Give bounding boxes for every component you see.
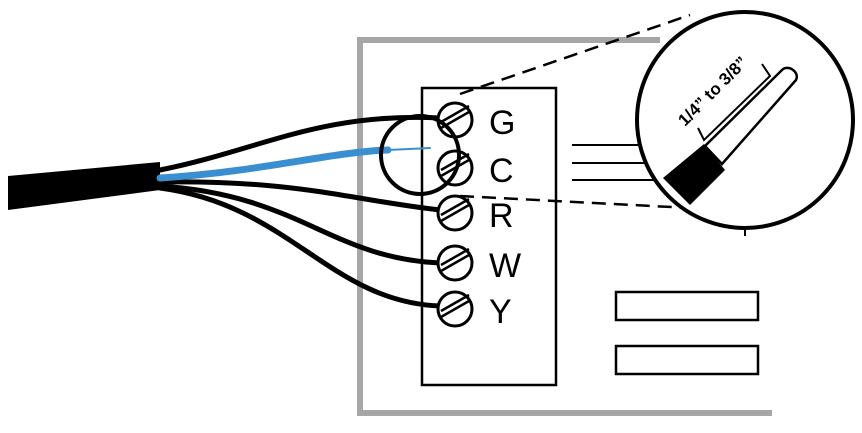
terminal-label-y: Y [489,293,512,331]
wire-r [157,179,443,213]
housing-slot-upper [614,290,760,322]
terminal-label-g: G [489,104,515,142]
wire-g [157,114,443,173]
screw-terminal-w [436,244,474,282]
screw-terminal-y [436,290,474,328]
terminal-label-c: C [489,152,514,190]
terminal-block [420,86,558,387]
wire-w [157,183,443,266]
callout-dashed-lines [459,13,691,210]
cable-jacket [8,162,160,210]
screw-terminal-g [436,101,474,139]
callout-wire-insulation [663,144,725,205]
callout-wire-conductor [703,66,799,166]
thermostat-housing [357,37,772,416]
wire-y [157,185,443,309]
screw-terminal-r [436,194,474,232]
magnifier-callout-icon [635,10,855,236]
c-terminal-highlight-circle [379,114,461,196]
wire-c-stripped-end [387,147,431,151]
wires [156,114,443,309]
housing-slot-lower [614,344,760,376]
wire-c [156,146,392,182]
terminal-label-w: W [489,247,521,285]
callout-dimension-bracket [697,63,772,142]
terminal-label-r: R [489,197,514,235]
